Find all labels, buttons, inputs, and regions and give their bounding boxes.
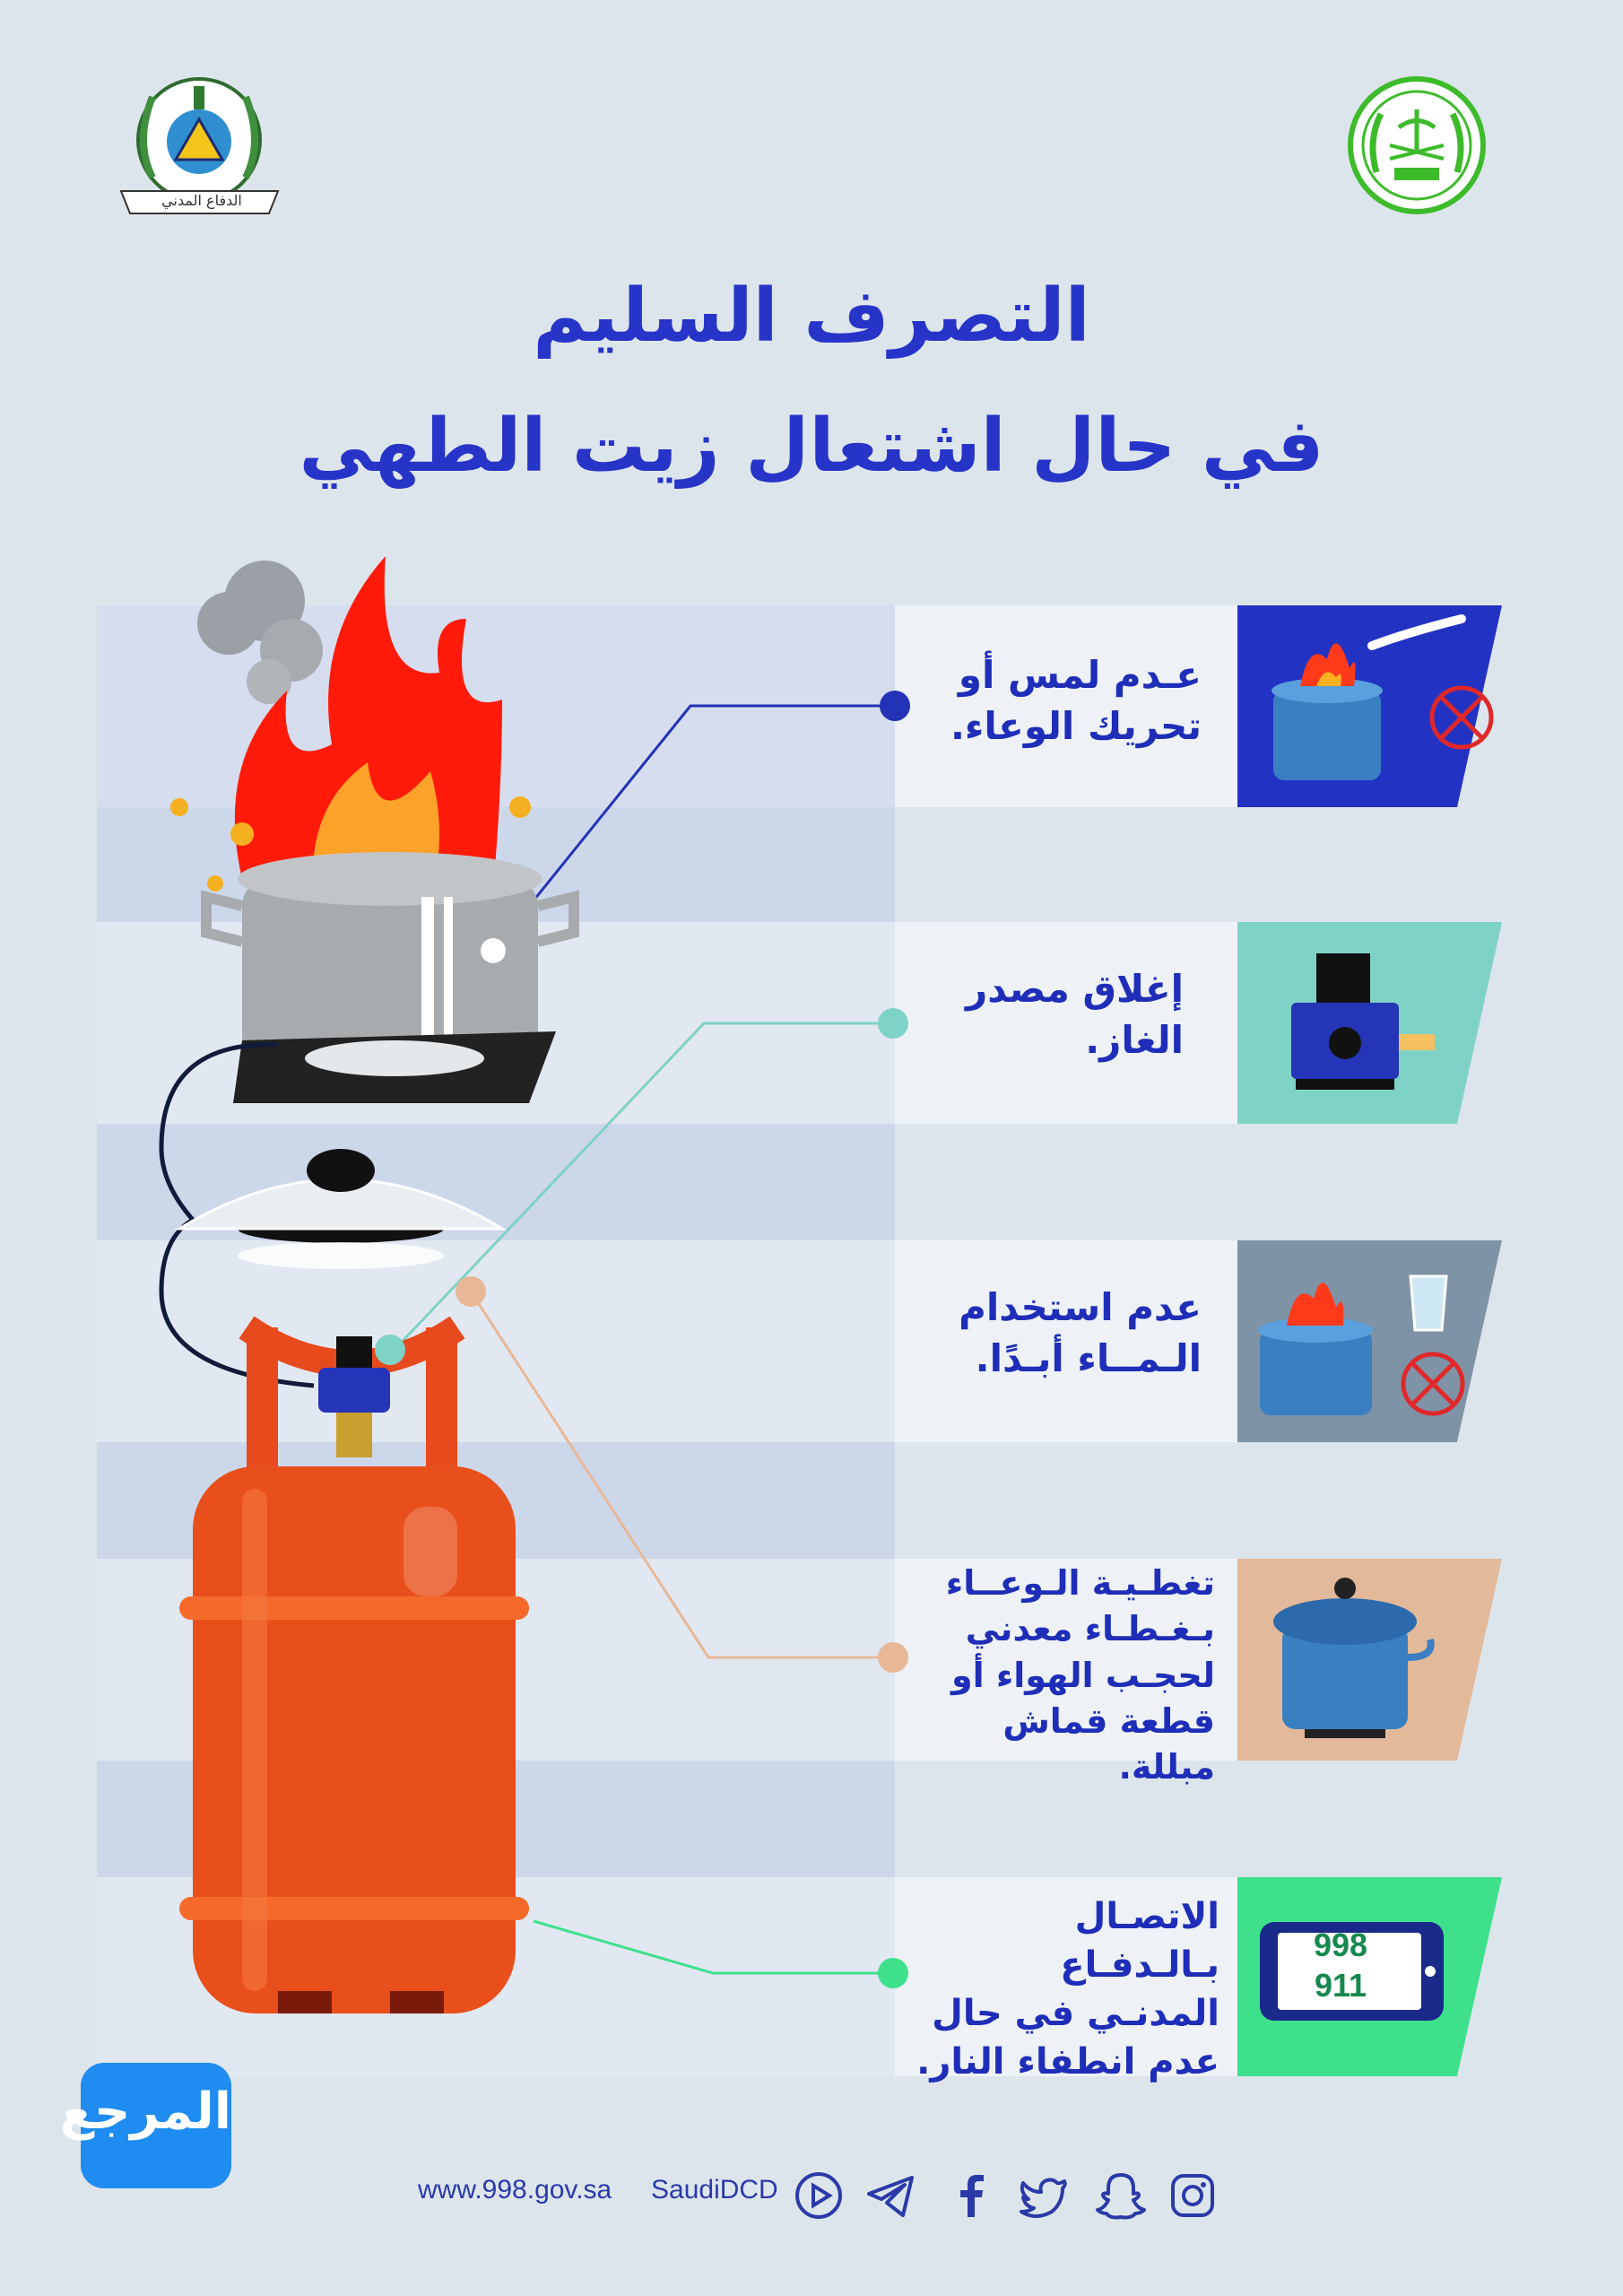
item-text-2: إغلاق مصدر الغاز. xyxy=(966,967,1184,1062)
footer-handle[interactable]: SaudiDCD xyxy=(651,2175,778,2205)
connector-dot-2 xyxy=(878,1008,908,1039)
youtube-icon[interactable] xyxy=(794,2170,844,2221)
civil-defense-logo: الدفاع المدني xyxy=(117,70,282,222)
footer-website[interactable]: www.998.gov.sa xyxy=(418,2175,612,2205)
pot-fire-hand-no-icon xyxy=(1271,614,1494,780)
ministry-logo xyxy=(1345,74,1488,217)
item-icon-box-2 xyxy=(1237,922,1502,1124)
item-panel xyxy=(895,1559,1240,1761)
connector-dot-4 xyxy=(878,1642,908,1673)
item-icon-box-3 xyxy=(1237,1240,1502,1442)
stove-burner-icon xyxy=(233,1031,556,1103)
illustration xyxy=(159,556,579,2013)
covered-pot-icon xyxy=(1273,1578,1435,1738)
pot-icon xyxy=(201,852,579,1067)
telegram-icon[interactable] xyxy=(865,2170,916,2221)
watermark-logo-text: المرجع xyxy=(59,2083,231,2141)
phone-number-911: 911 xyxy=(1314,1967,1367,2004)
page-title-line2: في حال اشتعال زيت الطهي xyxy=(299,404,1324,489)
snapchat-icon[interactable] xyxy=(1096,2170,1146,2221)
watermark-logo xyxy=(81,2063,231,2188)
item-panel xyxy=(895,1877,1240,2076)
page-title-line1: التصرف السليم xyxy=(533,274,1090,359)
twitter-icon[interactable] xyxy=(1018,2170,1068,2221)
panel-stripe xyxy=(97,1240,895,1442)
connector-dot-1 xyxy=(880,691,910,721)
item-icon-box-1 xyxy=(1237,605,1502,807)
gas-cylinder-icon xyxy=(179,1316,529,2013)
item-text-3: عدم استخدام الـمــاء أبـدًا. xyxy=(959,1285,1202,1380)
facebook-icon[interactable] xyxy=(946,2170,996,2221)
item-panel xyxy=(895,922,1240,1124)
phone-icon xyxy=(1260,1922,1444,2021)
civil-defense-logo-text: الدفاع المدني xyxy=(161,192,242,209)
item-icon-box-4 xyxy=(1237,1559,1502,1761)
item-text-5: الاتصـال بـالـدفـاع المدنـي في حال عدم ا… xyxy=(916,1896,1219,2083)
item-panel xyxy=(895,1240,1240,1442)
item-panel xyxy=(895,605,1240,807)
item-icon-box-5 xyxy=(1237,1877,1502,2076)
gas-regulator-icon xyxy=(1291,953,1435,1090)
connector-dot-5 xyxy=(878,1958,908,1988)
item-text-4: تغطـيـة الـوعــاء بـغـطـاء معدني لحجـب ا… xyxy=(945,1563,1215,1787)
item-text-1: عـدم لمس أو تحريك الوعاء. xyxy=(950,653,1202,748)
metal-lid-icon xyxy=(174,1149,508,1269)
pot-fire-water-no-icon xyxy=(1258,1274,1465,1416)
phone-number-998: 998 xyxy=(1313,1926,1368,1963)
instagram-icon[interactable] xyxy=(1167,2170,1218,2221)
smoke-icon xyxy=(197,561,323,704)
